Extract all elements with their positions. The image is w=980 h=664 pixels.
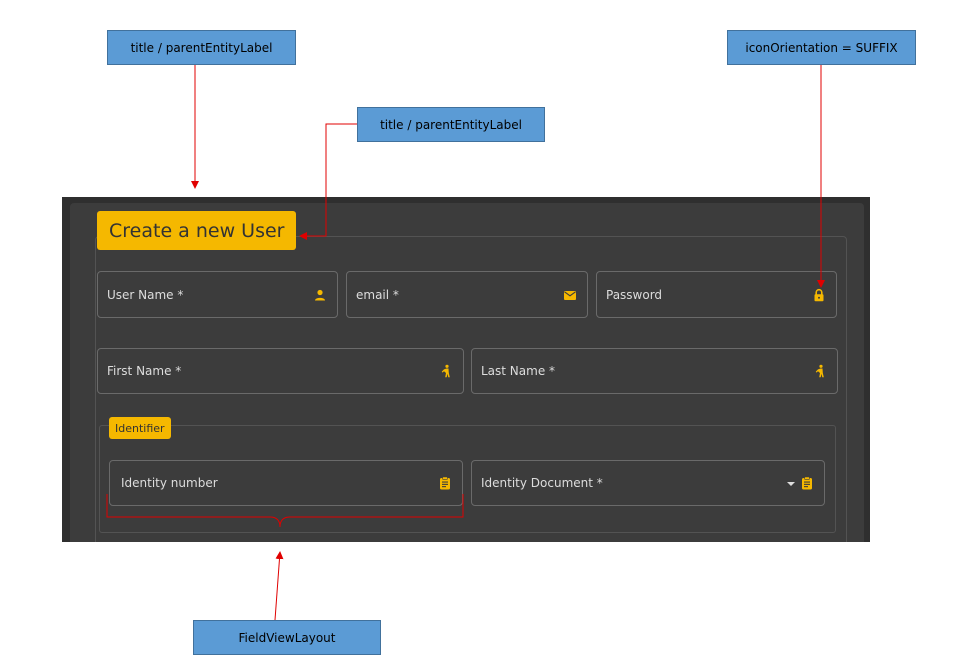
callout-icon-orientation: iconOrientation = SUFFIX <box>727 30 916 65</box>
identifier-fieldset <box>99 425 836 533</box>
human-icon <box>439 364 453 378</box>
lock-icon <box>812 288 826 302</box>
arrow-field-view-layout <box>274 551 284 621</box>
form-panel: Create a new User User Name * email * Pa… <box>62 197 870 542</box>
first-name-label: First Name * <box>107 364 182 378</box>
form-title: Create a new User <box>97 211 296 250</box>
envelope-icon <box>563 288 577 302</box>
identity-number-label: Identity number <box>121 476 218 490</box>
last-name-label: Last Name * <box>481 364 556 378</box>
person-icon <box>313 288 327 302</box>
last-name-field[interactable]: Last Name * <box>471 348 838 394</box>
first-name-field[interactable]: First Name * <box>97 348 464 394</box>
user-name-field[interactable]: User Name * <box>97 271 338 318</box>
form-inner-border <box>95 236 847 542</box>
callout-field-view-layout: FieldViewLayout <box>193 620 381 655</box>
callout-title-top: title / parentEntityLabel <box>107 30 296 65</box>
user-name-label: User Name * <box>107 287 184 302</box>
identity-document-label: Identity Document * <box>481 476 603 490</box>
email-label: email * <box>356 287 399 302</box>
callout-title-mid: title / parentEntityLabel <box>357 107 545 142</box>
email-field[interactable]: email * <box>346 271 588 318</box>
identity-document-select[interactable]: Identity Document * <box>471 460 825 506</box>
human-icon <box>813 364 827 378</box>
chevron-down-icon[interactable] <box>786 476 796 490</box>
identifier-legend: Identifier <box>109 417 171 439</box>
clipboard-icon <box>800 476 814 490</box>
password-label: Password <box>606 287 663 302</box>
identity-number-field[interactable]: Identity number <box>109 460 463 506</box>
password-field[interactable]: Password <box>596 271 837 318</box>
clipboard-icon <box>438 476 452 490</box>
